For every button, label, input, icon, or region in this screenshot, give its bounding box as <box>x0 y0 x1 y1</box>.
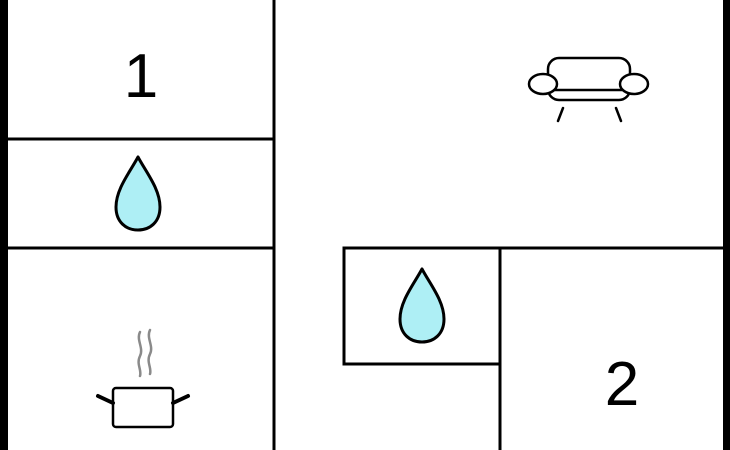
cooking-pot-icon <box>96 328 190 429</box>
water-drop-icon <box>114 155 162 232</box>
room-label-2: 2 <box>605 350 639 419</box>
walls <box>8 0 723 450</box>
water-drop-icon <box>398 267 446 344</box>
sofa-icon <box>527 56 650 123</box>
bathroom-lower-walls <box>342 246 502 366</box>
room-label-1: 1 <box>124 42 158 111</box>
